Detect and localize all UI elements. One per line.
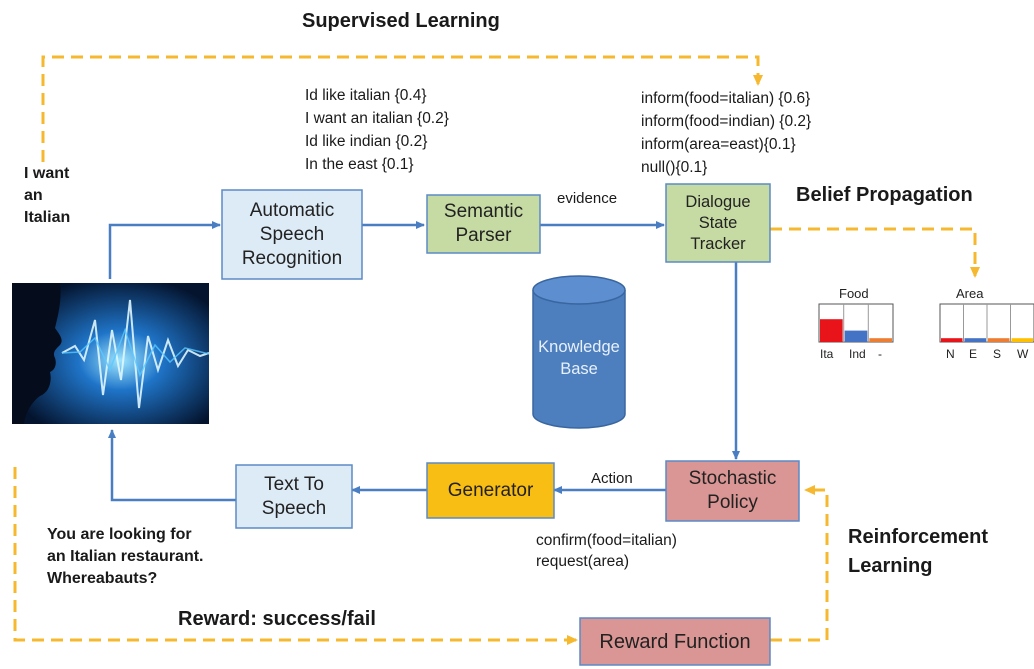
food-chart-title: Food	[839, 286, 869, 301]
stochastic-policy-box: Stochastic Policy	[666, 461, 799, 521]
reinforcement-learning-label-2: Learning	[848, 555, 933, 577]
system-utterance-line: Whereabauts?	[47, 570, 158, 587]
asr-hypotheses: Id like italian {0.4} I want an italian …	[305, 84, 449, 176]
semantic-parser-label: Semantic Parser	[443, 201, 524, 246]
food-bar	[869, 338, 892, 342]
food-bar	[820, 319, 843, 342]
reward-arrow	[13, 467, 578, 645]
slu-hypothesis: null(){0.1}	[641, 159, 708, 176]
user-utterance-line: I want	[24, 165, 70, 182]
supervised-learning-label: Supervised Learning	[302, 10, 500, 32]
asr-hypothesis: Id like italian {0.4}	[305, 87, 427, 104]
knowledge-base-cylinder	[532, 275, 626, 429]
belief-propagation-label: Belief Propagation	[796, 184, 973, 206]
supervised-loop-arrow	[41, 55, 763, 162]
slu-hypotheses: inform(food=italian) {0.6} inform(food=i…	[641, 87, 811, 179]
tracker-box-shape	[665, 183, 771, 263]
stochastic-policy-label: Stochastic Policy	[688, 468, 777, 513]
area-tick-label: N	[946, 347, 955, 361]
generator-label: Generator	[447, 479, 534, 501]
asr-hypothesis: Id like indian {0.2}	[305, 133, 428, 150]
food-tick-label: Ita	[820, 347, 834, 361]
area-belief-chart	[939, 303, 1034, 343]
reinforcement-loop-arrow	[770, 485, 829, 642]
arrow-tts-to-image	[108, 429, 236, 502]
semantic-parser-box: Semantic Parser	[427, 195, 540, 253]
action-label: Action	[591, 470, 633, 487]
knowledge-base-box: Knowledge Base	[533, 330, 625, 386]
dialogue-state-tracker-label: Dialogue State Tracker	[685, 192, 751, 253]
system-utterance-line: You are looking for	[47, 526, 192, 543]
evidence-label: evidence	[557, 190, 618, 207]
asr-box-label: Automatic Speech Recognition	[241, 199, 343, 269]
area-bar	[1011, 338, 1033, 342]
user-utterance: I want an Italian	[24, 163, 70, 229]
asr-hypothesis: In the east {0.1}	[305, 156, 414, 173]
food-bar	[844, 330, 868, 342]
food-tick-label: -	[878, 347, 882, 361]
text-to-speech-box: Text To Speech	[236, 465, 352, 528]
belief-propagation-arrow	[770, 227, 980, 278]
generator-box-shape	[426, 462, 555, 519]
reward-label: Reward: success/fail	[178, 608, 376, 630]
tts-box-shape	[235, 464, 353, 529]
area-bar	[941, 338, 963, 342]
parser-box-shape	[426, 194, 541, 254]
reward-function-box: Reward Function	[580, 618, 770, 665]
voice-image	[12, 283, 210, 424]
policy-output: confirm(food=italian) request(area)	[536, 530, 677, 572]
food-tick-label: Ind	[849, 347, 866, 361]
dialogue-state-tracker-box: Dialogue State Tracker	[666, 184, 770, 262]
system-utterance-line: an Italian restaurant.	[47, 548, 204, 565]
area-bar	[988, 338, 1010, 342]
generator-box: Generator	[427, 463, 554, 518]
user-utterance-line: an	[24, 187, 43, 204]
area-bar	[964, 338, 986, 342]
asr-box-shape	[221, 189, 363, 280]
area-tick-label: S	[993, 347, 1002, 361]
user-utterance-line: Italian	[24, 209, 71, 226]
knowledge-base-label: Knowledge Base	[538, 338, 620, 378]
slu-hypothesis: inform(area=east){0.1}	[641, 136, 796, 153]
area-tick-label: W	[1017, 347, 1029, 361]
arrow-image-to-asr	[108, 221, 221, 279]
food-belief-chart	[818, 303, 894, 343]
slu-hypothesis: inform(food=italian) {0.6}	[641, 90, 811, 107]
policy-output-line: confirm(food=italian)	[536, 532, 677, 549]
area-tick-label: E	[969, 347, 978, 361]
asr-box: Automatic Speech Recognition	[222, 190, 362, 279]
policy-output-line: request(area)	[536, 553, 630, 570]
system-utterance: You are looking for an Italian restauran…	[47, 524, 204, 590]
text-to-speech-label: Text To Speech	[261, 473, 327, 519]
slu-hypothesis: inform(food=indian) {0.2}	[641, 113, 812, 130]
reward-function-label: Reward Function	[599, 630, 751, 653]
reinforcement-learning-label-1: Reinforcement	[848, 526, 989, 548]
policy-box-shape	[665, 460, 800, 522]
asr-hypothesis: I want an italian {0.2}	[305, 110, 449, 127]
reward-fn-box-shape	[579, 617, 771, 666]
area-chart-title: Area	[956, 286, 984, 301]
